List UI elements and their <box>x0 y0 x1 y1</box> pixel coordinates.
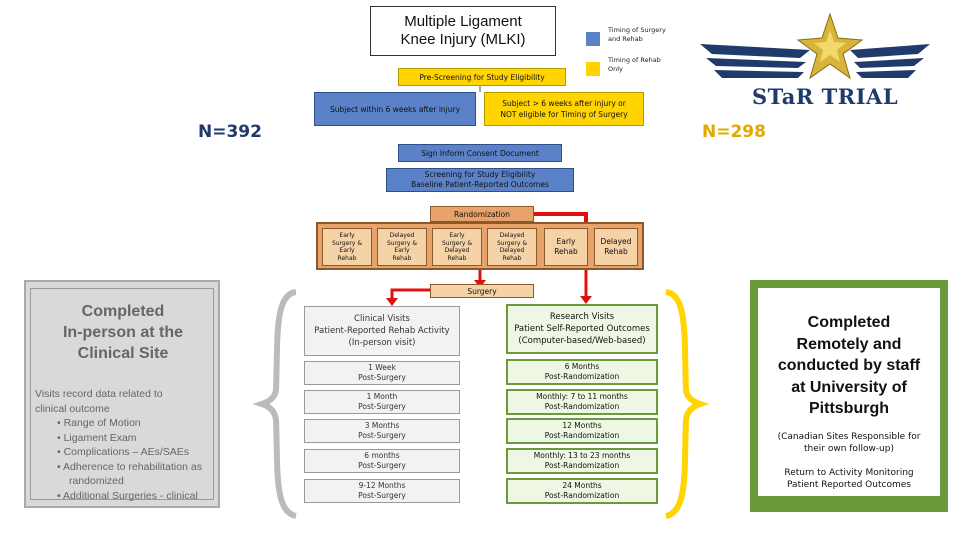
remote-panel: Completed Remotely and conducted by staf… <box>750 280 948 512</box>
canadian-sites-note: (Canadian Sites Responsible for their ow… <box>777 432 921 454</box>
screening-box: Screening for Study Eligibility Baseline… <box>386 168 574 192</box>
legend-yellow-swatch <box>586 62 600 76</box>
n-right-label: N=298 <box>702 122 766 142</box>
left-brace <box>252 289 297 519</box>
legend-surgery-rehab: Timing of Surgery and Rehab <box>604 24 680 46</box>
prescreen-box: Pre-Screening for Study Eligibility <box>398 68 566 86</box>
remote-title: Completed Remotely and conducted by staf… <box>777 314 921 417</box>
research-visits-header: Research Visits Patient Self-Reported Ou… <box>506 304 658 354</box>
in-person-title: Completed In-person at the Clinical Site <box>62 303 183 362</box>
legend-blue-swatch <box>586 32 600 46</box>
consent-box: Sign Inform Consent Document <box>398 144 562 162</box>
clinical-arrow <box>386 298 398 306</box>
title-line-1: Multiple Ligament <box>404 13 522 30</box>
subject-within-box: Subject within 6 weeks after injury <box>314 92 476 126</box>
list-item: • Ligament Exam <box>57 431 137 444</box>
list-item: • Range of Motion <box>57 417 141 429</box>
return-to-activity-note: Return to Activity Monitoring Patient Re… <box>784 468 914 490</box>
star-trial-logo-icon <box>700 12 930 80</box>
surgery-box: Surgery <box>430 284 534 298</box>
title-line-2: Knee Injury (MLKI) <box>400 31 526 48</box>
list-item: • Complications – AEs/SAEs <box>57 446 190 458</box>
randomization-box: Randomization <box>430 206 534 222</box>
right-brace <box>665 289 710 519</box>
star-trial-logo-text: STaR TRIAL <box>752 84 899 109</box>
n-left-label: N=392 <box>198 122 262 142</box>
in-person-panel: Completed In-person at the Clinical Site… <box>24 280 220 508</box>
subject-after-box: Subject > 6 weeks after injury or NOT el… <box>484 92 644 126</box>
list-item: • Adherence to rehabilitation as randomi… <box>57 460 202 488</box>
mlki-title-box: Multiple Ligament Knee Injury (MLKI) <box>370 6 556 56</box>
clinical-visits-header: Clinical Visits Patient-Reported Rehab A… <box>304 306 460 356</box>
legend-rehab-only: Timing of Rehab Only <box>604 54 680 76</box>
research-arrow <box>580 296 592 304</box>
in-person-details: Visits record data related to clinical o… <box>35 387 211 503</box>
in-person-bullet-list: • Range of Motion • Ligament Exam • Comp… <box>35 416 211 503</box>
list-item: • Additional Surgeries - clinical <box>57 489 198 502</box>
